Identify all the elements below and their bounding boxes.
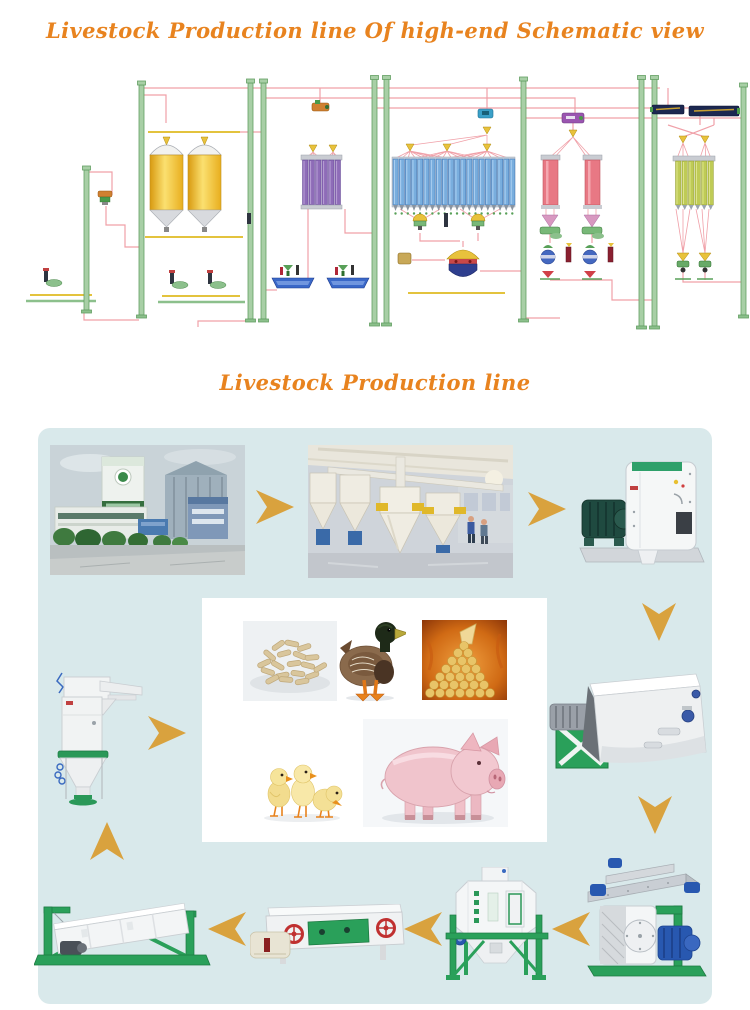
double-shaft-mixer-image [549, 673, 707, 769]
counterflow-cooler-image [445, 867, 549, 980]
bagging-bases [271, 265, 370, 289]
conveyor-lines [30, 131, 505, 297]
flow-arrow-up-icon [90, 822, 124, 860]
cleaner-machines [42, 190, 251, 289]
pellet-machines-top [650, 104, 740, 117]
flow-title: Livestock Production line [219, 370, 531, 395]
blue-bin-bank [391, 108, 516, 277]
hammer-mill-image [579, 461, 705, 565]
flow-arrow-right-icon [256, 490, 294, 524]
floor-lines [26, 299, 245, 304]
worker-figures [467, 516, 488, 544]
chicks-photo [264, 764, 343, 822]
rotary-grading-sieve-image [34, 902, 211, 966]
olive-bin-bank [672, 135, 716, 280]
flow-arrow-right-icon [528, 492, 566, 526]
grain-silos [149, 136, 222, 232]
red-bin-bank [539, 112, 614, 280]
packing-scale-image [54, 672, 143, 806]
production-plant-interior-photo [308, 445, 513, 578]
duck-photo [339, 622, 406, 702]
schematic-title: Livestock Production line Of high-end Sc… [45, 18, 705, 43]
flow-arrow-left-icon [552, 912, 590, 946]
flow-arrow-down-icon [638, 796, 672, 834]
mixer-icon [446, 249, 480, 277]
purple-bin-bank [300, 100, 343, 210]
flow-arrow-left-icon [404, 912, 442, 946]
piglet-photo [363, 719, 508, 827]
flow-arrow-right-icon [148, 716, 186, 750]
pellet-crumbler-image [250, 904, 405, 964]
ring-die-pellet-mill-image [587, 858, 707, 977]
feed-pellets-photo [243, 621, 337, 701]
flow-arrow-down-icon [642, 603, 676, 641]
feed-pile-photo [422, 620, 507, 700]
flow-arrow-left-icon [208, 912, 246, 946]
bucket-elevators [81, 75, 749, 330]
feed-mill-factory-photo [50, 445, 245, 575]
schematic-diagram [26, 75, 749, 330]
